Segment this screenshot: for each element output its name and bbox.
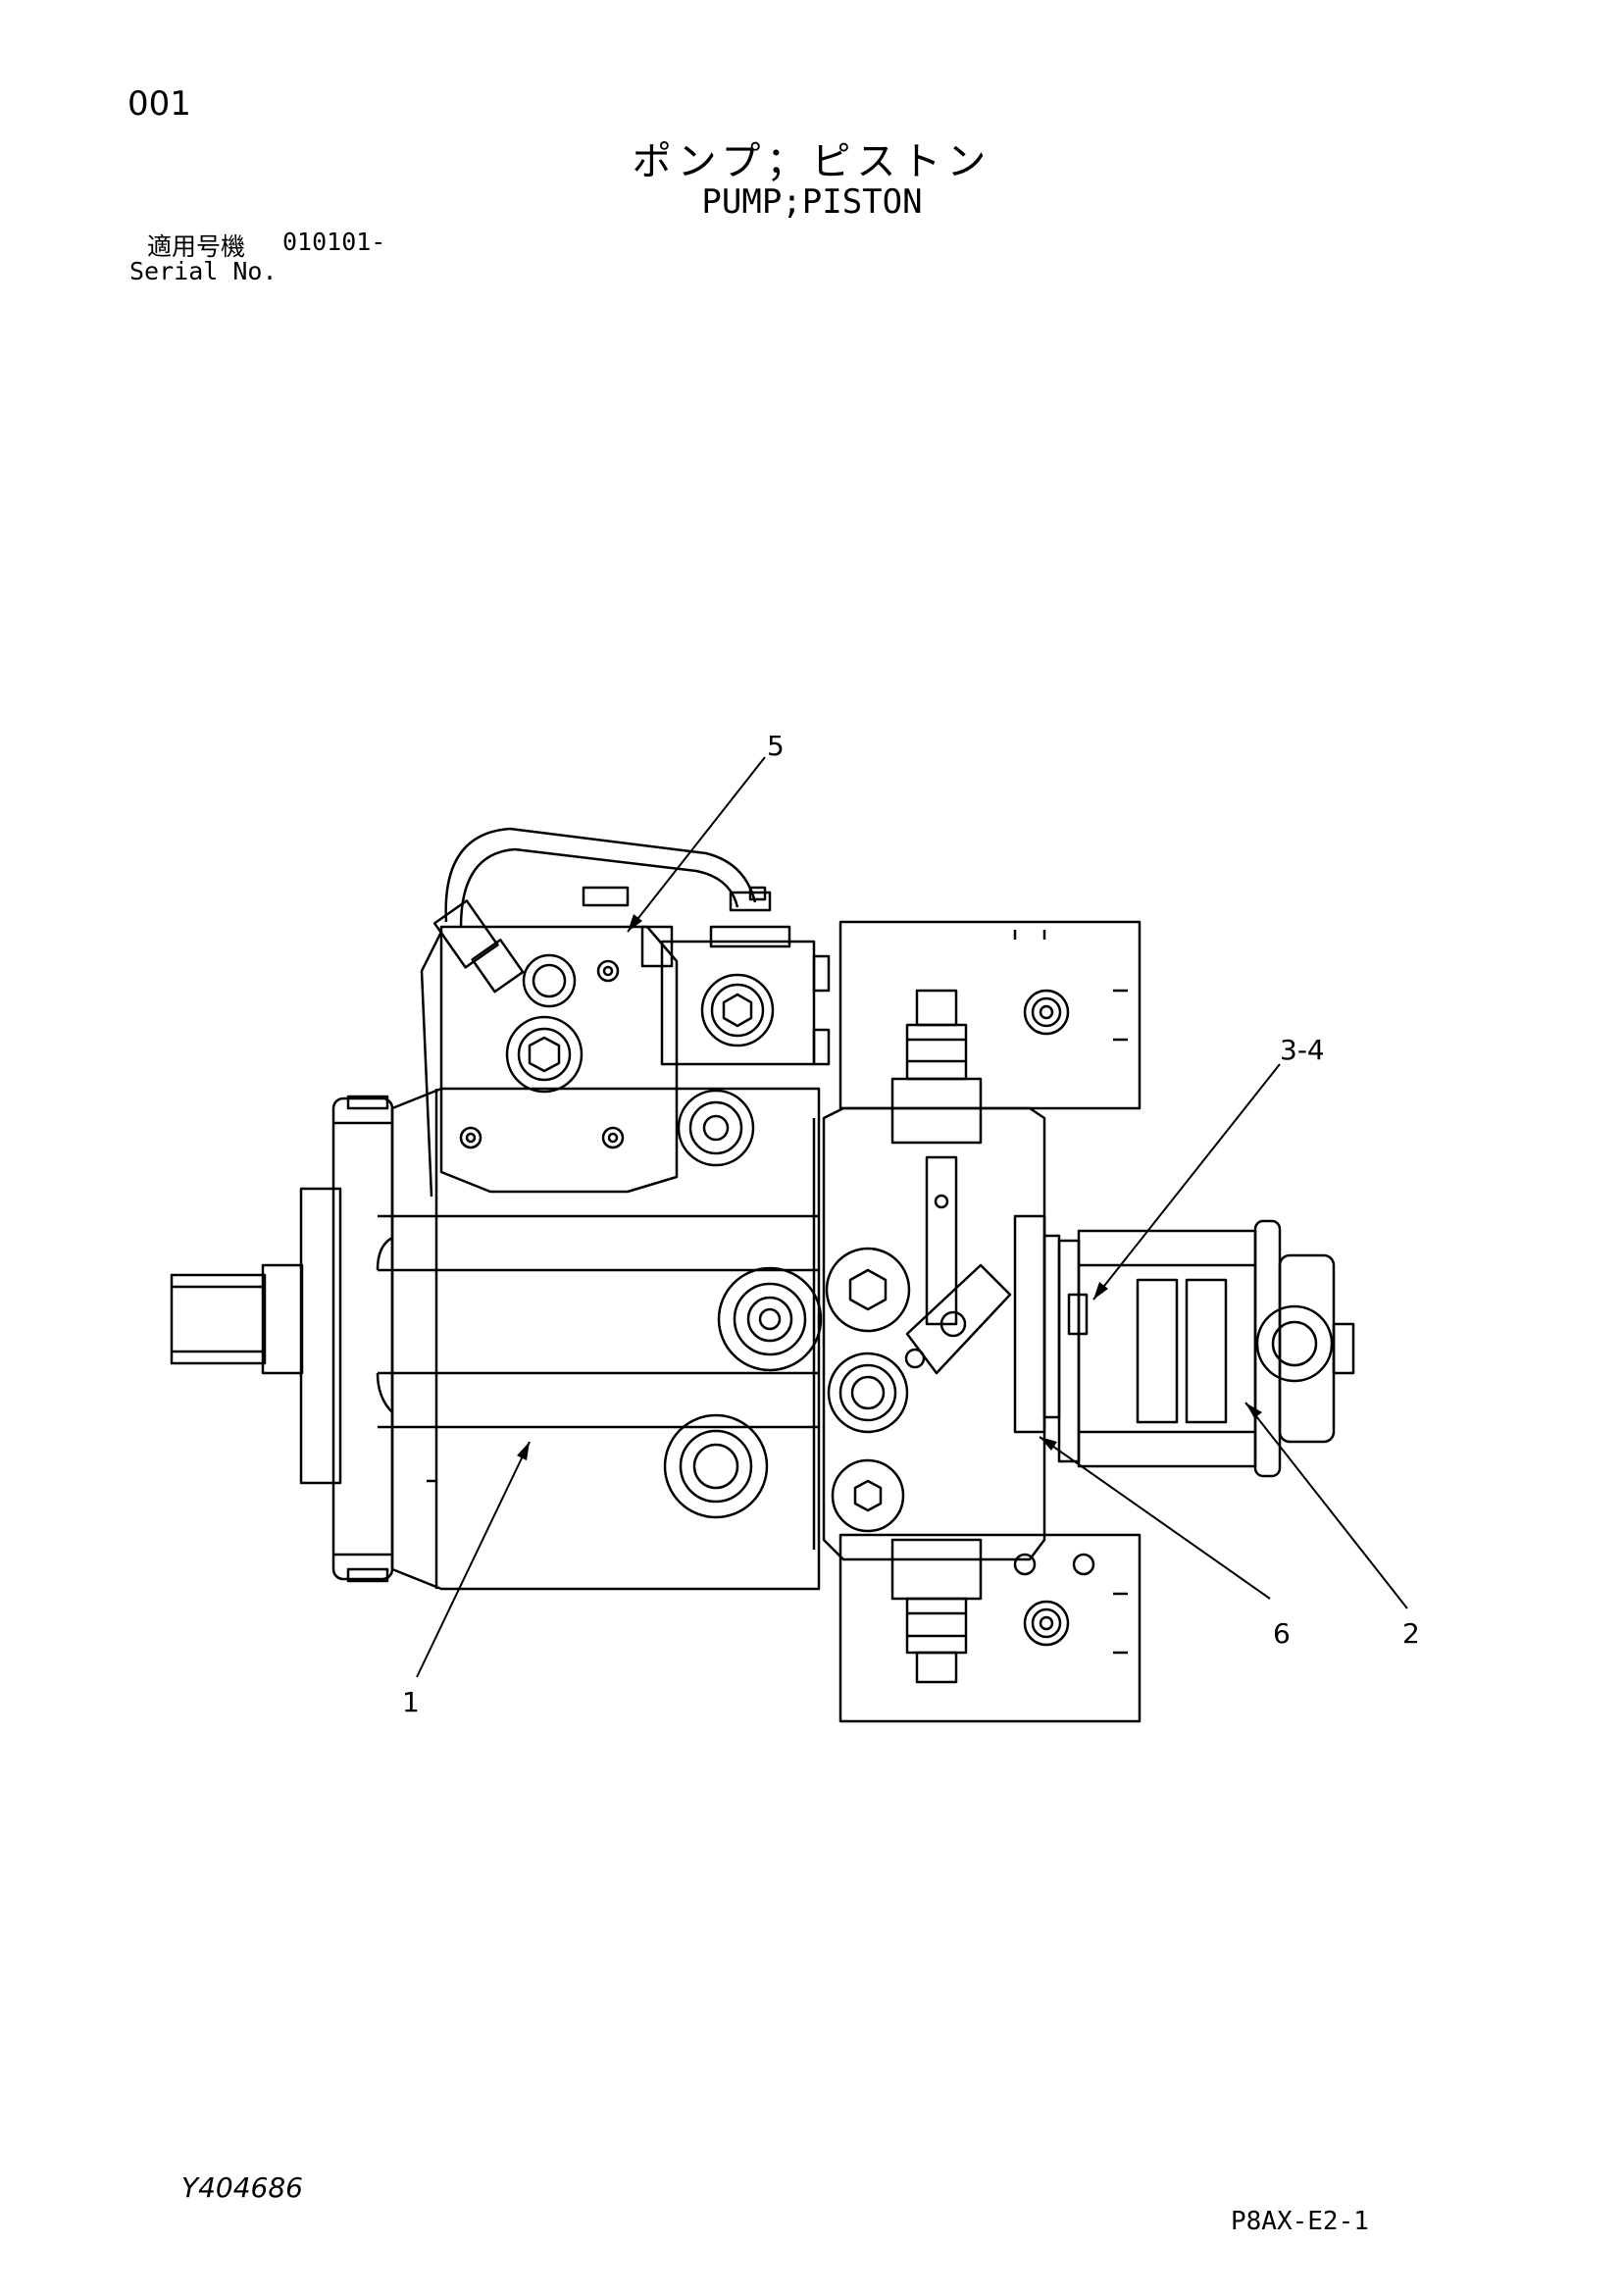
page-title-english: PUMP;PISTON bbox=[701, 182, 923, 222]
body-port-lower bbox=[663, 1413, 769, 1519]
pump-main-body bbox=[376, 1087, 821, 1591]
sheet-code: P8AX-E2-1 bbox=[1231, 2207, 1369, 2236]
drawing-id: Y404686 bbox=[181, 2171, 303, 2204]
input-shaft bbox=[170, 1263, 304, 1375]
serial-number-value: 010101- bbox=[282, 228, 386, 256]
arrowhead-6 bbox=[1040, 1437, 1057, 1451]
mounting-flange bbox=[299, 1095, 394, 1583]
top-manifold-plate bbox=[838, 920, 1142, 1110]
callout-label: 1 bbox=[402, 1686, 420, 1718]
body-port-middle bbox=[717, 1266, 823, 1372]
relief-valve-top bbox=[890, 989, 983, 1145]
serial-label-english: Serial No. bbox=[129, 257, 278, 285]
serial-label-japanese: 適用号機 bbox=[147, 232, 246, 261]
relief-valve-bottom bbox=[890, 1538, 983, 1684]
arrowhead-3-4 bbox=[1093, 1282, 1108, 1300]
valve-block bbox=[640, 925, 831, 1066]
page-title-japanese: ポンプ；ピストン bbox=[632, 139, 992, 184]
callout-label: 2 bbox=[1402, 1617, 1420, 1650]
pilot-hose bbox=[432, 827, 772, 994]
regulator-block bbox=[420, 925, 679, 1198]
body-port-upper bbox=[677, 1089, 755, 1167]
leader-line-3-4 bbox=[1092, 1063, 1281, 1301]
gear-pump bbox=[1057, 1219, 1355, 1478]
leader-line-2 bbox=[1244, 1402, 1408, 1609]
page-number: 001 bbox=[127, 84, 191, 124]
callout-label: 5 bbox=[767, 730, 785, 762]
arrowhead-1 bbox=[517, 1442, 530, 1460]
arrowhead-2 bbox=[1245, 1403, 1262, 1418]
callout-label: 6 bbox=[1273, 1617, 1291, 1650]
callout-label: 3-4 bbox=[1280, 1034, 1325, 1066]
bottom-manifold-plate bbox=[838, 1533, 1142, 1723]
arrowhead-5 bbox=[628, 914, 642, 932]
leader-line-5 bbox=[627, 756, 766, 933]
leader-line-6 bbox=[1039, 1436, 1271, 1600]
leader-line-1 bbox=[416, 1441, 531, 1678]
port-block bbox=[812, 1106, 1061, 1561]
